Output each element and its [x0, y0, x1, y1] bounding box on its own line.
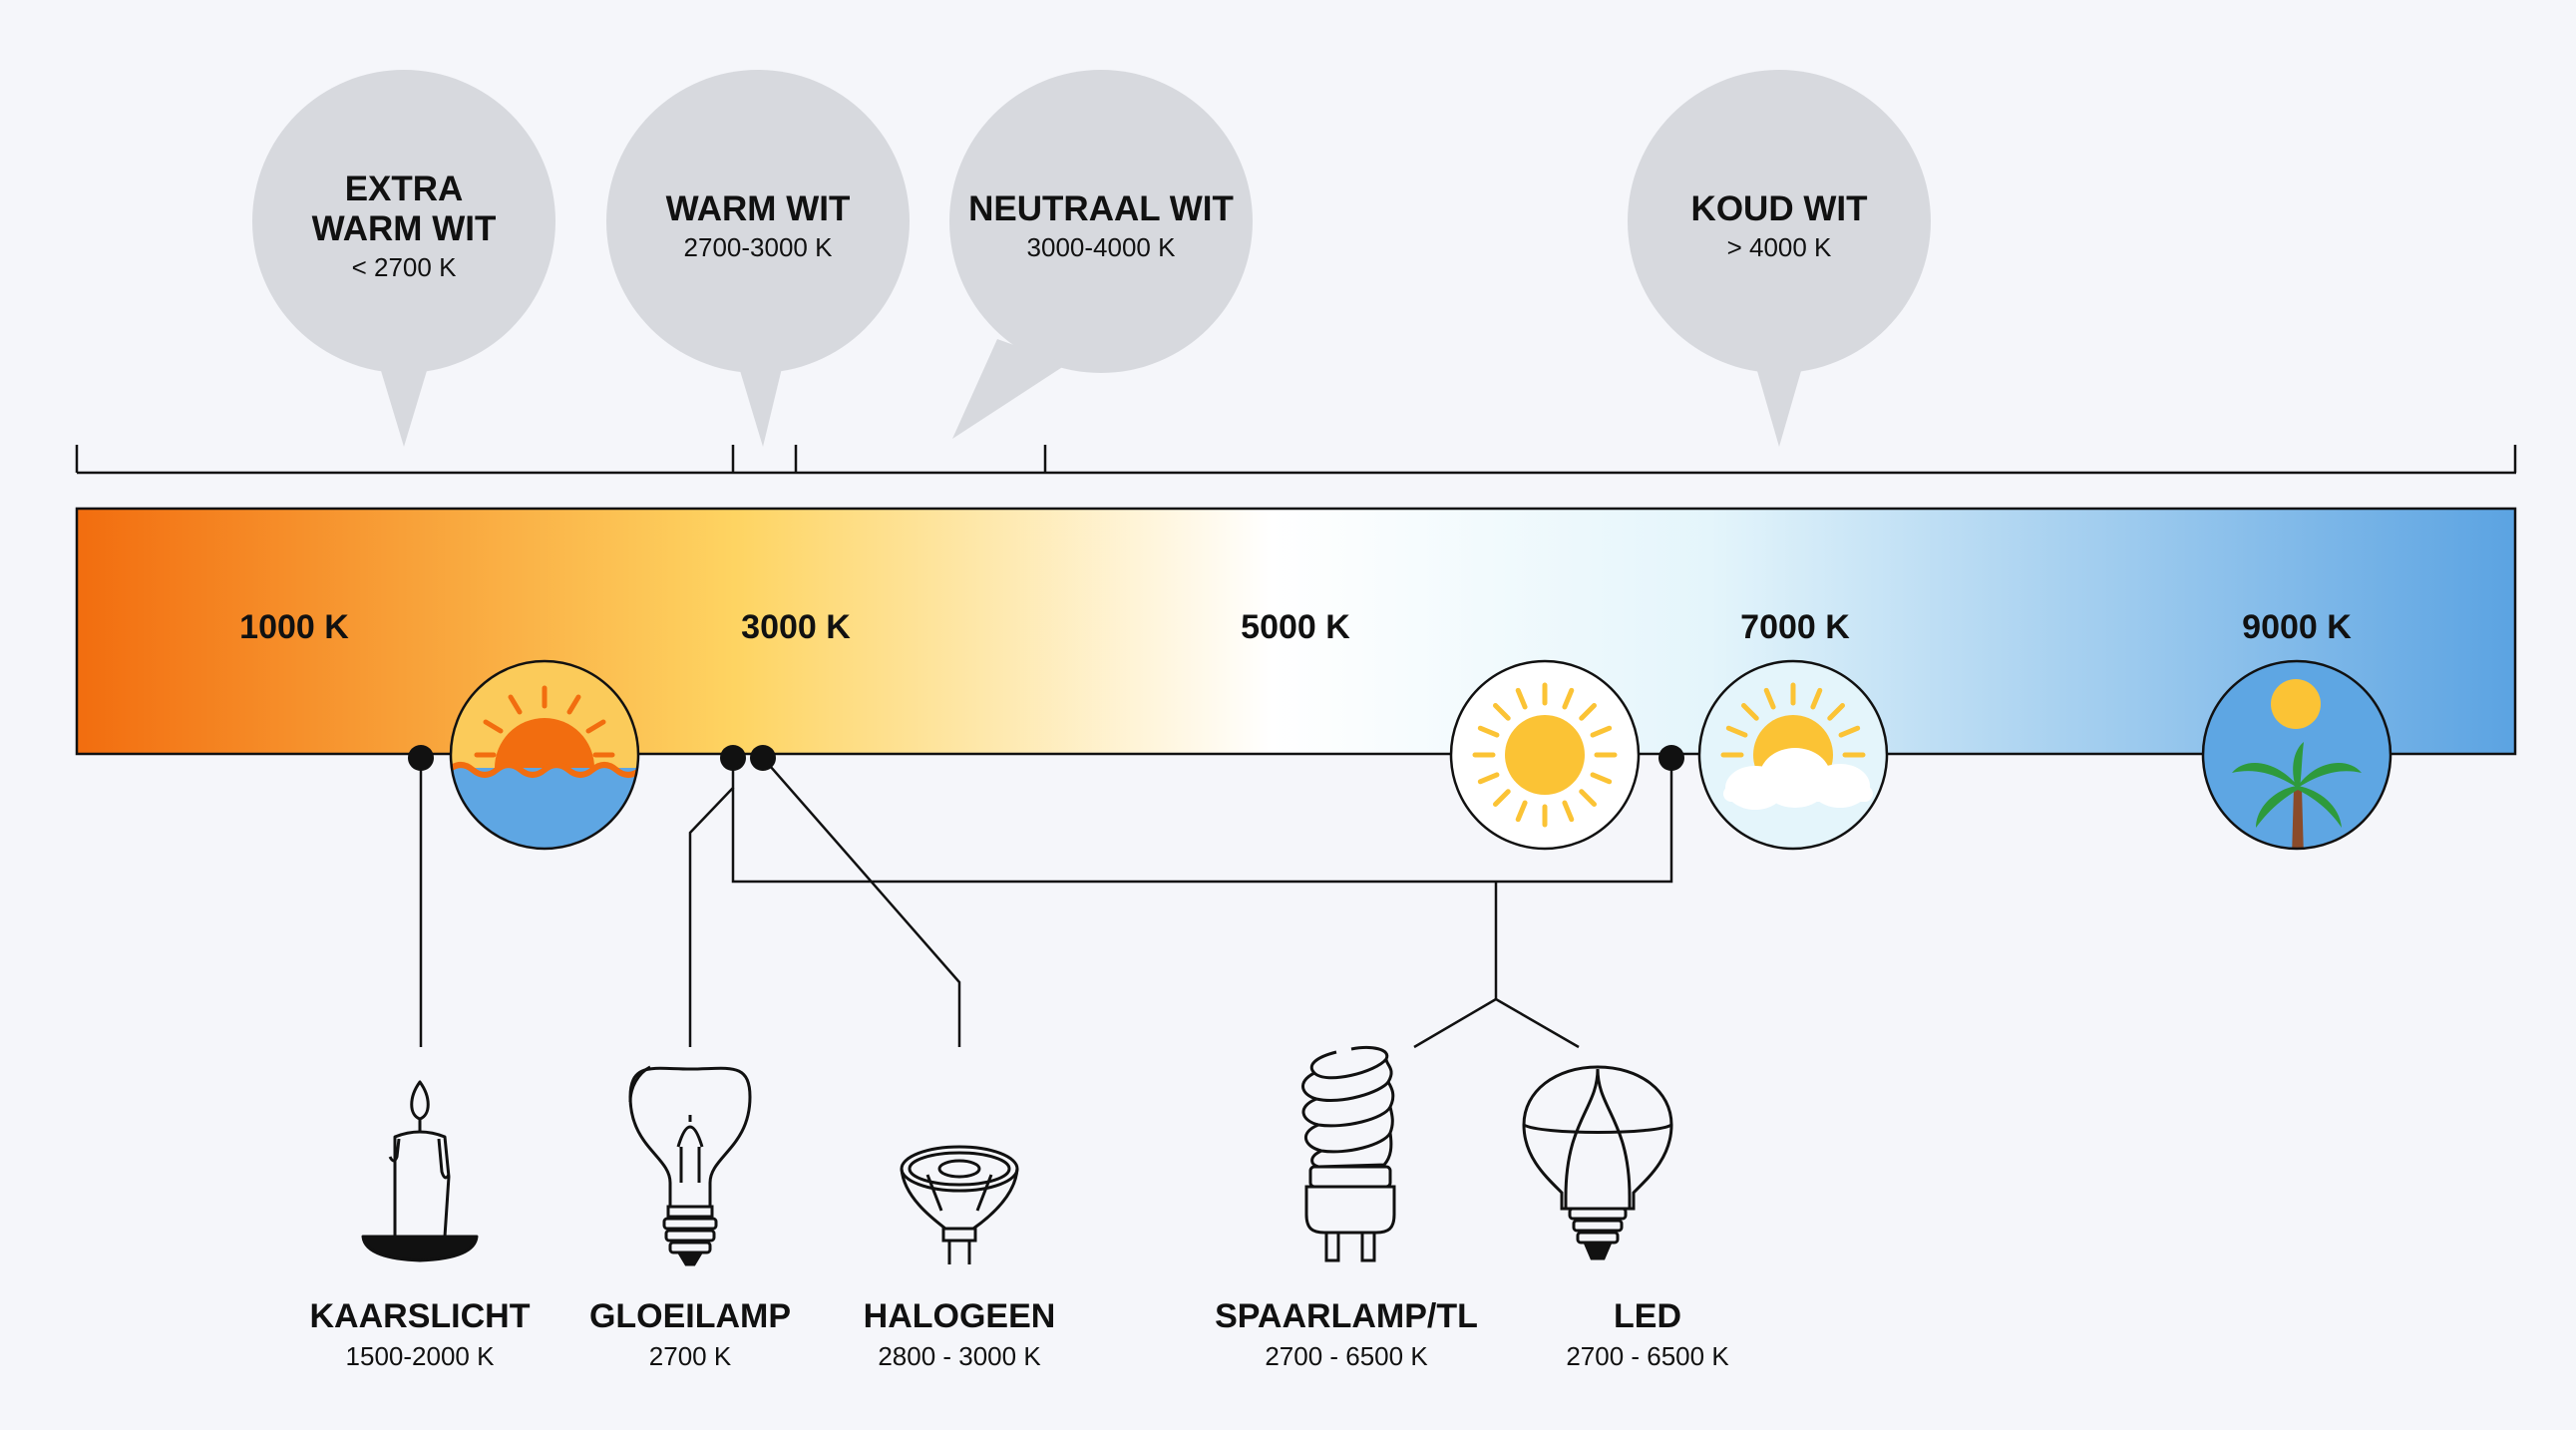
scale-tick-label: 3000 K — [741, 608, 851, 646]
category-cool: KOUD WIT > 4000 K — [1691, 189, 1868, 263]
category-title: KOUD WIT — [1690, 189, 1868, 228]
scale-tick-label: 1000 K — [239, 608, 349, 646]
cfl-bulb-icon — [1301, 1045, 1396, 1262]
category-title: EXTRA — [344, 170, 464, 208]
bubble-cool — [1628, 70, 1931, 447]
sun-ray — [1562, 687, 1575, 710]
led-bulb-icon — [1522, 1065, 1673, 1260]
sun-ray — [1579, 789, 1597, 807]
speech-bubbles — [252, 70, 1931, 447]
sun-ray — [1810, 687, 1823, 710]
source-range: 1500-2000 K — [345, 1341, 495, 1371]
source-name: HALOGEEN — [863, 1297, 1056, 1335]
source-cfl: SPAARLAMP/TL 2700 - 6500 K — [1215, 1296, 1478, 1372]
sun-ray — [1590, 772, 1613, 785]
source-led: LED 2700 - 6500 K — [1566, 1296, 1728, 1372]
sun-ray — [1763, 687, 1776, 710]
category-range: 2700-3000 K — [683, 232, 833, 262]
source-range: 2700 - 6500 K — [1566, 1341, 1729, 1371]
source-incandescent: GLOEILAMP 2700 K — [589, 1296, 791, 1372]
source-range: 2700 - 6500 K — [1265, 1341, 1428, 1371]
source-halogen: HALOGEEN 2800 - 3000 K — [864, 1296, 1056, 1372]
sun-ray — [1562, 800, 1575, 823]
category-range: > 4000 K — [1726, 232, 1832, 262]
category-neutral: NEUTRAAL WIT 3000-4000 K — [968, 189, 1234, 263]
bubble-neutral — [949, 70, 1253, 439]
sun-ray — [1493, 703, 1511, 721]
sun-cloud-rays — [1720, 682, 1866, 758]
candle-icon — [361, 1080, 479, 1262]
sun-icon — [1449, 659, 1641, 851]
source-range: 2700 K — [648, 1341, 732, 1371]
sun-ray — [1515, 800, 1528, 823]
scale-tick-label: 9000 K — [2242, 608, 2352, 646]
sun-ray — [1579, 703, 1597, 721]
bubble-extra-warm — [252, 70, 555, 447]
sun-ray — [1827, 703, 1845, 721]
sun-ray — [1515, 687, 1528, 710]
source-name: SPAARLAMP/TL — [1215, 1297, 1478, 1335]
category-title: NEUTRAAL WIT — [968, 189, 1234, 228]
palm-tree-icon — [2201, 659, 2392, 851]
sun-rays — [1472, 682, 1618, 828]
source-name: KAARSLICHT — [309, 1297, 531, 1335]
sun-ray — [1493, 789, 1511, 807]
category-title: WARM WIT — [665, 189, 851, 228]
scale-tick-label: 7000 K — [1740, 608, 1850, 646]
sun-ray — [1838, 725, 1861, 738]
sun-cloud-icon — [1697, 659, 1889, 851]
bubble-warm — [606, 70, 910, 447]
scale-tick-label: 5000 K — [1241, 608, 1350, 646]
sun-ray — [1741, 703, 1759, 721]
source-candle: KAARSLICHT 1500-2000 K — [310, 1296, 531, 1372]
sun-ray — [1477, 772, 1500, 785]
source-name: GLOEILAMP — [588, 1297, 792, 1335]
source-range: 2800 - 3000 K — [878, 1341, 1041, 1371]
connector-lines — [419, 757, 1673, 1049]
sun-ray — [1477, 725, 1500, 738]
incandescent-bulb-icon — [628, 1065, 752, 1266]
category-range: 3000-4000 K — [1026, 232, 1176, 262]
source-name: LED — [1613, 1297, 1681, 1335]
range-bracket — [75, 445, 2517, 475]
sun-ray — [1725, 725, 1748, 738]
sun-ray — [1590, 725, 1613, 738]
category-range: < 2700 K — [351, 252, 457, 282]
halogen-spot-icon — [900, 1145, 1019, 1264]
marker-dots — [408, 745, 1684, 771]
category-extra-warm: EXTRA WARM WIT < 2700 K — [312, 170, 497, 283]
category-warm: WARM WIT 2700-3000 K — [666, 189, 851, 263]
category-title: WARM WIT — [311, 209, 497, 248]
